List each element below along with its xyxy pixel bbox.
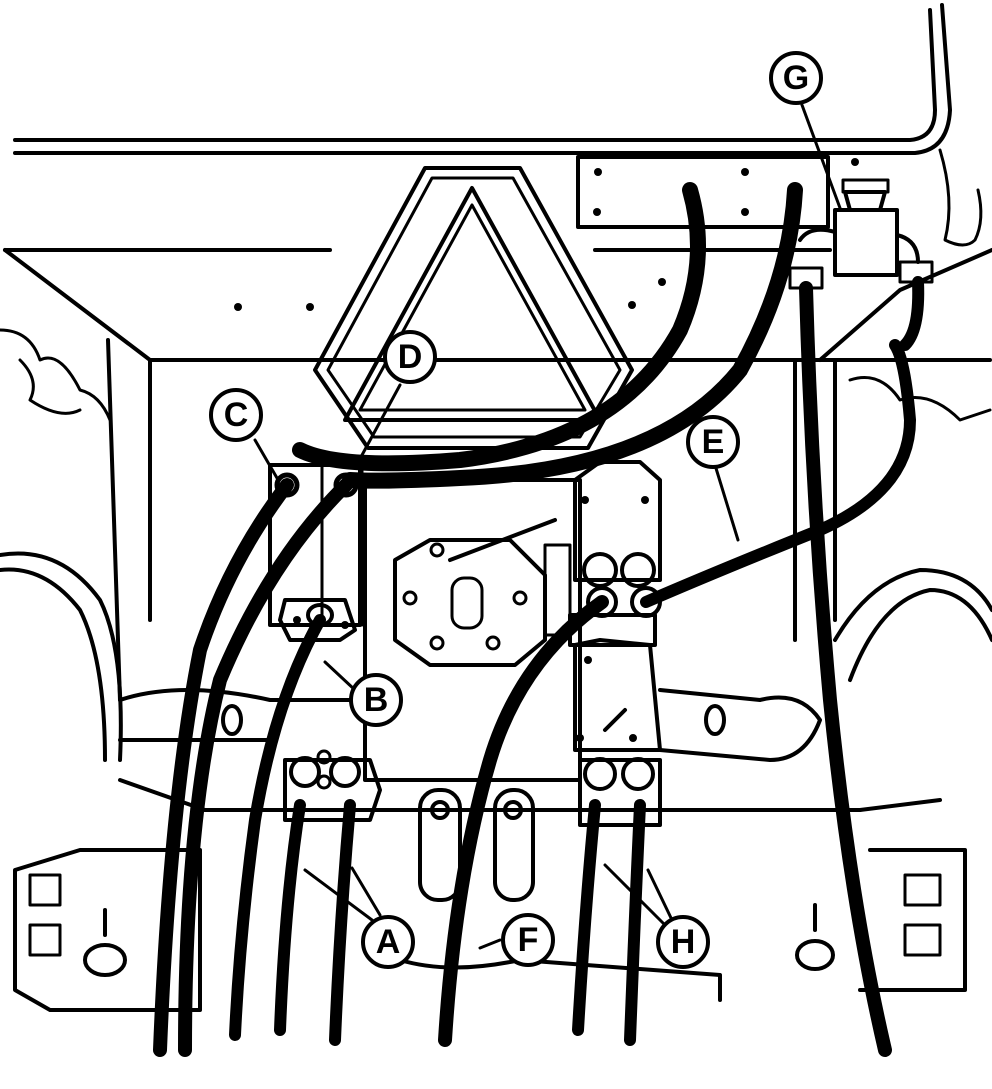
valve-housing [363, 478, 582, 782]
callout-g: G [769, 51, 823, 105]
callout-e: E [686, 415, 740, 469]
callout-c: C [209, 388, 263, 442]
valve-g [788, 178, 934, 290]
coupler-block-h [578, 757, 662, 827]
right-tire [833, 568, 992, 682]
callout-a-label: A [376, 923, 401, 961]
callout-d-label: D [398, 338, 423, 376]
callout-h-label: H [671, 923, 696, 961]
callout-d: D [383, 330, 437, 384]
callout-h: H [656, 915, 710, 969]
callout-b: B [349, 673, 403, 727]
callout-a: A [361, 915, 415, 969]
leader-lines [253, 103, 842, 950]
left-tire [0, 551, 123, 762]
callout-c-label: C [224, 396, 249, 434]
callout-f: F [501, 913, 555, 967]
smv-triangle-emblem [313, 166, 634, 450]
callout-g-label: G [783, 59, 809, 97]
frame-structure [0, 3, 992, 702]
callout-b-label: B [364, 681, 389, 719]
coupler-block-a [283, 749, 382, 822]
callout-e-label: E [702, 423, 725, 461]
hydraulic-hoses [153, 182, 925, 1057]
callout-f-label: F [518, 921, 539, 959]
